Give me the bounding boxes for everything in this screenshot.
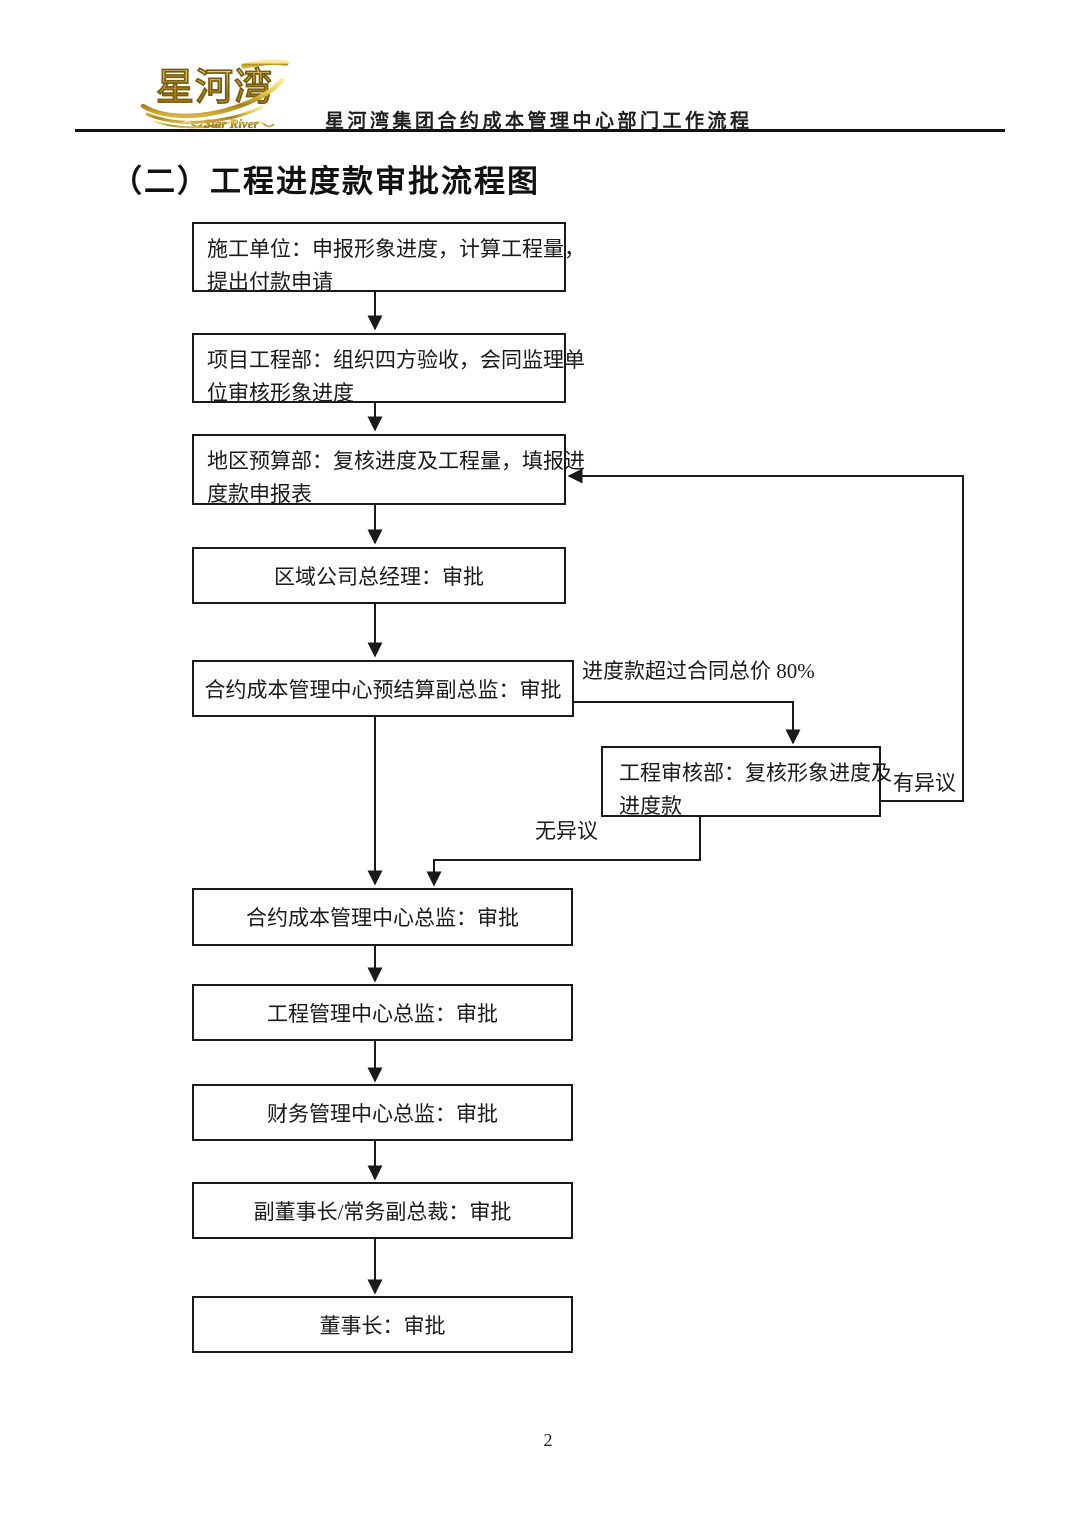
node-text-line: 副董事长/常务副总裁：审批 (253, 1199, 512, 1224)
edge-label-objection: 有异议 (893, 771, 956, 795)
flow-node-contract-cost-deputy-director: 合约成本管理中心预结算副总监：审批 (192, 660, 574, 717)
arrow-no-objection-to-director (426, 817, 701, 887)
node-text-line: 合约成本管理中心预结算副总监：审批 (204, 677, 562, 702)
logo-text: 星河湾 (156, 66, 273, 109)
arrow-over-limit-to-audit (574, 701, 801, 745)
logo-swoosh-2 (145, 105, 264, 124)
flow-node-finance-mgmt-director: 财务管理中心总监：审批 (192, 1084, 573, 1141)
flow-node-vice-chairman: 副董事长/常务副总裁：审批 (192, 1182, 573, 1239)
flow-node-regional-company-gm: 区域公司总经理：审批 (192, 547, 566, 604)
node-text-line: 项目工程部：组织四方验收，会同监理单 (207, 348, 585, 372)
logo-top-swash (241, 59, 289, 69)
logo-subtext: Star River (204, 116, 259, 131)
flow-node-regional-budget-dept: 地区预算部：复核进度及工程量，填报进 度款申报表 (192, 434, 585, 506)
section-title: （二）工程进度款审批流程图 (111, 164, 540, 199)
flow-node-project-engineering-dept: 项目工程部：组织四方验收，会同监理单 位审核形象进度 (192, 333, 585, 405)
node-text-line: 提出付款申请 (207, 270, 333, 294)
edge-label-no-objection: 无异议 (535, 819, 598, 843)
flow-node-contract-cost-director: 合约成本管理中心总监：审批 (192, 888, 573, 946)
flow-node-construction-unit: 施工单位：申报形象进度，计算工程量， 提出付款申请 (192, 222, 585, 294)
node-text-line: 财务管理中心总监：审批 (267, 1101, 498, 1126)
node-text-line: 地区预算部：复核进度及工程量，填报进 (207, 449, 585, 473)
node-text-line: 区域公司总经理：审批 (274, 564, 484, 589)
logo-tilde-right (253, 120, 275, 128)
flow-node-engineering-audit-dept: 工程审核部：复核形象进度及 进度款 (601, 746, 892, 818)
node-text-line: 度款申报表 (207, 482, 312, 506)
node-text-line: 施工单位：申报形象进度，计算工程量， (207, 237, 585, 261)
document-header-title: 星河湾集团合约成本管理中心部门工作流程 (325, 111, 753, 132)
node-text-line: 进度款 (619, 794, 682, 818)
edge-label-over-limit: 进度款超过合同总价 80% (582, 659, 815, 683)
flow-node-engineering-mgmt-director: 工程管理中心总监：审批 (192, 984, 573, 1041)
header-rule (75, 129, 1005, 132)
node-text-line: 合约成本管理中心总监：审批 (246, 906, 519, 930)
flow-node-chairman: 董事长：审批 (192, 1296, 573, 1353)
star-river-logo: 星河湾 Star River (140, 59, 289, 131)
node-text-line: 工程审核部：复核形象进度及 (619, 761, 892, 785)
logo-swoosh-1 (140, 77, 285, 119)
node-text-line: 位审核形象进度 (207, 381, 354, 405)
logo-tilde-left (181, 120, 203, 128)
node-text-line: 工程管理中心总监：审批 (267, 1001, 498, 1026)
logo-swoosh-3 (153, 120, 235, 129)
arrow-objection-back-to-budget (567, 468, 964, 802)
node-text-line: 董事长：审批 (319, 1313, 446, 1338)
page-number: 2 (543, 1430, 553, 1450)
